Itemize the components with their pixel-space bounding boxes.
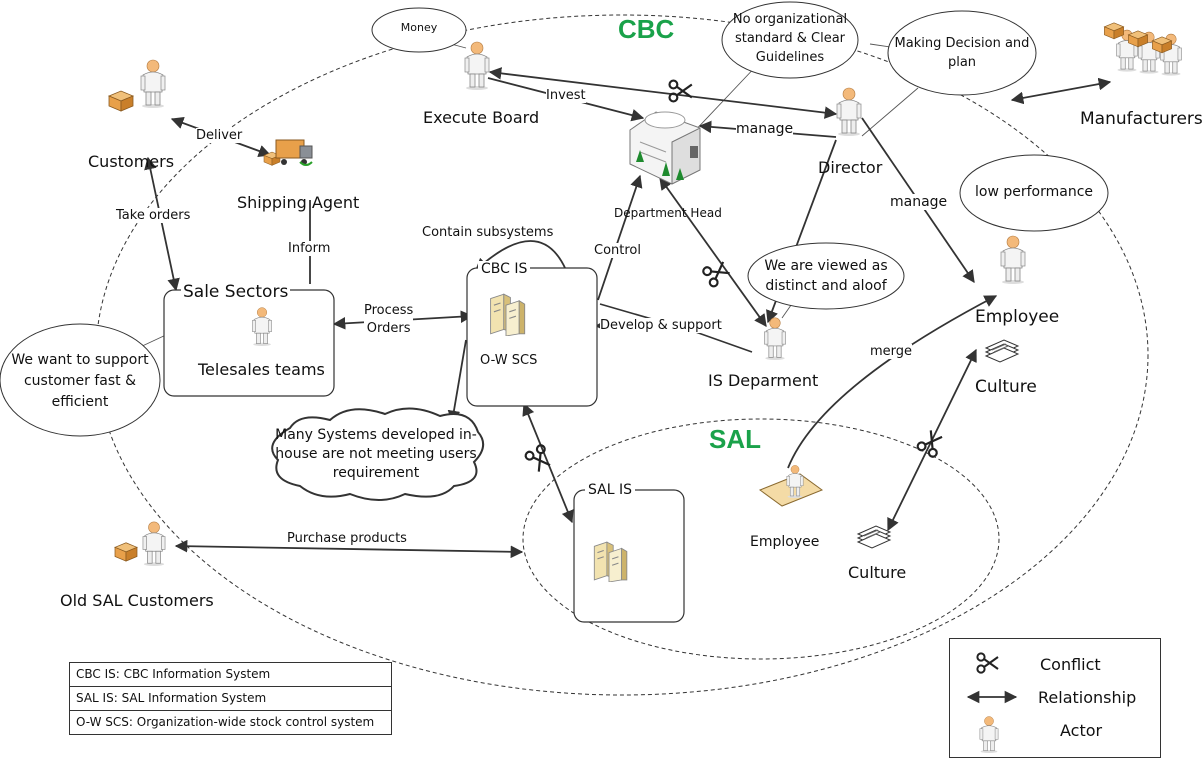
manufacturers-label: Manufacturers xyxy=(1080,109,1203,129)
ow-scs-label: O-W SCS xyxy=(480,353,538,368)
sal-boundary xyxy=(522,418,1000,660)
sal-server-icon xyxy=(593,541,628,582)
conflict-scissors-board-director xyxy=(668,79,693,103)
arrow-cbcis-salis xyxy=(522,402,574,524)
legend-conflict-icon xyxy=(976,652,999,674)
no-standard-bubble xyxy=(721,1,859,79)
legend: Conflict Relationship Actor xyxy=(949,638,1161,758)
department-building-icon xyxy=(629,111,701,185)
culture-sal-label: Culture xyxy=(848,563,907,582)
manage-emp-label: manage xyxy=(890,194,948,210)
arrow-board-director xyxy=(488,67,838,119)
viewed-as-bubble xyxy=(747,242,905,310)
cbc-region-label: CBC xyxy=(618,14,675,44)
actor-is-department xyxy=(764,317,786,360)
purchase-products-label: Purchase products xyxy=(287,531,407,546)
develop-support-label: Develop & support xyxy=(600,318,722,333)
sal-region-label: SAL xyxy=(709,424,761,454)
telesales-label: Telesales teams xyxy=(198,360,325,379)
old-sal-customers-label: Old SAL Customers xyxy=(60,591,214,610)
money-bubble xyxy=(371,7,467,53)
sal-is-box xyxy=(573,489,685,623)
making-decision-bubble xyxy=(887,10,1037,96)
cbc-is-box xyxy=(466,267,598,407)
sale-sectors-title: Sale Sectors xyxy=(181,282,291,302)
arrow-merge xyxy=(787,295,998,469)
glossary-row: O-W SCS: Organization-wide stock control… xyxy=(76,715,375,729)
invest-label: Invest xyxy=(546,88,586,103)
cbc-is-title: CBC IS xyxy=(478,261,531,277)
arrow-manufacturers xyxy=(1010,77,1112,105)
shipping-agent-icon xyxy=(263,139,313,166)
actor-customer xyxy=(108,59,166,112)
note-bubbles xyxy=(0,1,1109,437)
contain-subsystems-label: Contain subsystems xyxy=(422,225,554,240)
execute-board-label: Execute Board xyxy=(423,108,540,127)
inform-label: Inform xyxy=(288,241,331,256)
glossary-row: CBC IS: CBC Information System xyxy=(70,663,391,687)
employee-sal-label: Employee xyxy=(750,534,820,550)
support-customer-bubble xyxy=(0,323,161,437)
arrow-contain-subsystems xyxy=(475,240,567,271)
employee-sal-icon xyxy=(758,465,824,507)
control-label: Control xyxy=(594,243,641,258)
legend-actor-icon xyxy=(979,716,999,753)
legend-relationship-label: Relationship xyxy=(1038,688,1137,707)
legend-symbols xyxy=(966,652,1018,753)
manage-dept-label: manage xyxy=(736,121,794,137)
actor-old-sal-customer xyxy=(114,521,166,566)
customers-label: Customers xyxy=(88,152,175,171)
many-systems-cloud-text: Many Systems developed in-house are not … xyxy=(275,427,477,481)
director-label: Director xyxy=(818,158,883,177)
department-head-label: Department Head xyxy=(614,206,722,220)
low-performance-bubble-text: low performance xyxy=(974,184,1093,200)
culture-cbc-label: Culture xyxy=(975,377,1037,397)
actor-director xyxy=(836,87,862,136)
is-department-label: IS Deparment xyxy=(708,371,819,390)
arrow-to-cloud xyxy=(447,339,467,424)
sale-sectors-box xyxy=(163,289,335,397)
take-orders-label: Take orders xyxy=(116,208,191,223)
arrow-depthead-is xyxy=(659,176,767,328)
conflict-scissors-depthead-is xyxy=(700,257,733,289)
actor-execute-board xyxy=(464,41,490,90)
conflict-scissors-cbcis-salis xyxy=(523,442,555,475)
culture-sal-icon xyxy=(857,525,891,549)
arrow-control xyxy=(597,174,643,301)
actor-employee-cbc xyxy=(1000,235,1026,284)
sal-is-title: SAL IS xyxy=(585,482,635,498)
abbreviation-glossary: CBC IS: CBC Information System SAL IS: S… xyxy=(69,662,392,735)
glossary-row: SAL IS: SAL Information System xyxy=(70,687,391,711)
legend-actor-label: Actor xyxy=(1060,721,1103,740)
legend-conflict-label: Conflict xyxy=(1040,655,1101,674)
culture-cbc-icon xyxy=(985,339,1019,363)
shipping-agent-label: Shipping Agent xyxy=(237,193,360,212)
employee-cbc-label: Employee xyxy=(975,307,1060,327)
actor-manufacturers xyxy=(1104,22,1182,76)
issues-cloud xyxy=(271,407,485,501)
arrow-take-orders xyxy=(144,156,180,292)
deliver-label: Deliver xyxy=(196,128,243,143)
money-bubble-text: Money xyxy=(400,21,438,34)
low-performance-bubble xyxy=(959,154,1109,232)
arrow-purchase xyxy=(174,539,524,559)
merge-label: merge xyxy=(870,344,913,359)
cbc-server-icon xyxy=(490,293,526,336)
